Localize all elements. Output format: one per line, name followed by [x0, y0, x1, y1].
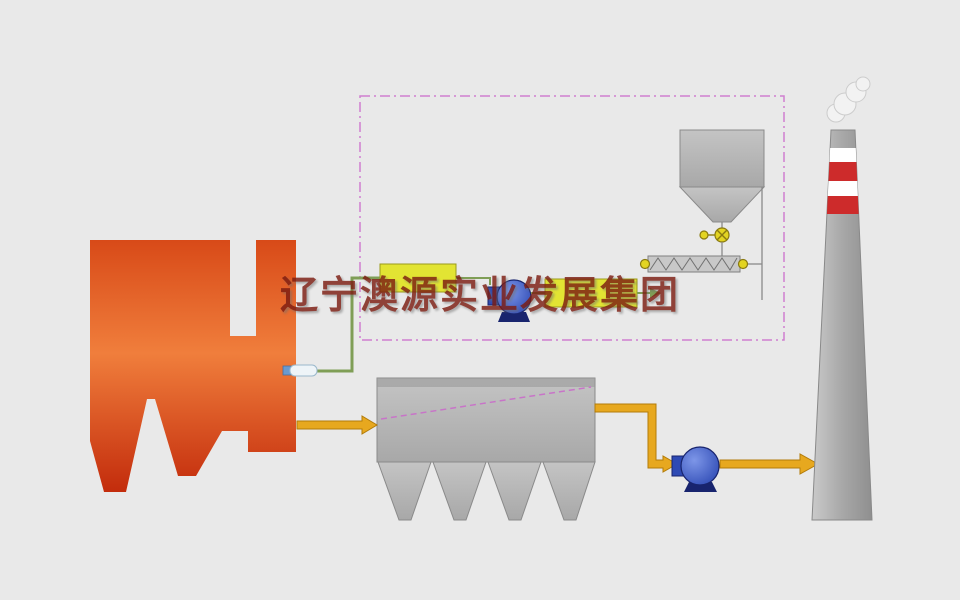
silo-icon: [678, 129, 766, 300]
collector-hopper-3: [487, 461, 542, 521]
chimney-band-white-2: [812, 181, 872, 196]
collector-hopper-2: [432, 461, 487, 521]
silo-funnel: [678, 186, 766, 223]
smoke-icon: [826, 76, 871, 123]
boiler-shape: [90, 240, 296, 492]
booster-fan-icon: [487, 279, 532, 322]
dust-collector-icon: [376, 377, 596, 521]
pipe-arrowhead-icon: [650, 288, 661, 298]
rotary-valve-icon: [699, 227, 730, 256]
chimney-bands: [812, 148, 872, 214]
chimney-shell: [811, 129, 873, 521]
conveyor-end-left: [639, 258, 651, 270]
nozzle-body: [289, 364, 318, 377]
arrow-collector-to-fan: [594, 403, 679, 473]
arrow-boiler-to-collector: [296, 415, 378, 435]
valve-cross-2: [716, 229, 728, 241]
chimney-band-white-1: [812, 148, 872, 162]
dashed-system-boundary: [359, 95, 785, 341]
conveyor-end-right: [737, 258, 749, 270]
collector-diagonal-line: [380, 386, 592, 420]
smoke-puff-4: [855, 76, 871, 92]
id-fan-body: [680, 446, 720, 486]
collector-hopper-4: [542, 461, 596, 521]
injection-pipe: [296, 276, 380, 373]
id-fan-base: [684, 482, 717, 492]
chimney-icon: [811, 76, 873, 521]
collector-hopper-1: [377, 461, 432, 521]
screw-conveyor-icon: [639, 255, 762, 273]
silo-body: [679, 129, 765, 188]
chimney-band-red-1: [812, 162, 872, 181]
conveyor-screw: [649, 257, 738, 271]
chimney-band-red-2: [812, 196, 872, 214]
arrow-fan-to-chimney: [719, 453, 820, 475]
booster-fan-body: [496, 279, 532, 315]
dosing-box-b: [544, 278, 638, 308]
collector-housing: [376, 377, 596, 463]
injection-nozzle-icon: [282, 364, 318, 377]
booster-fan-base: [498, 312, 530, 322]
induced-draft-fan-icon: [671, 446, 720, 492]
collector-top-strip: [377, 378, 595, 387]
pipe-box-a-to-fan: [456, 277, 491, 285]
flow-arrows: [296, 403, 820, 475]
small-valve: [699, 230, 709, 240]
dosing-box-a: [379, 263, 457, 293]
